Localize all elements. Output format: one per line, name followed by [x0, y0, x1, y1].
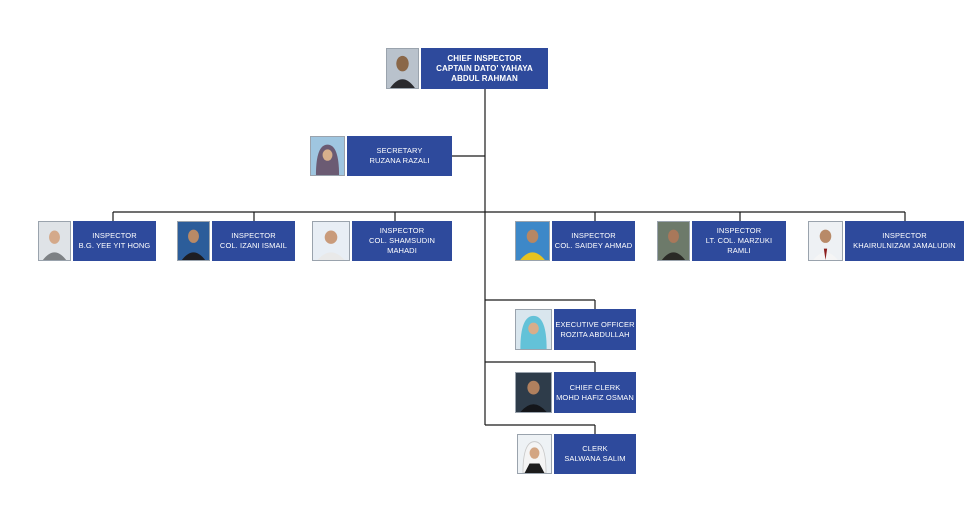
secretary-photo [310, 136, 345, 176]
inspector-name-3-line1: COL. SHAMSUDIN [369, 236, 435, 245]
chief-clerk-photo [515, 372, 552, 413]
chief-inspector-node: CHIEF INSPECTOR CAPTAIN DATO' YAHAYA ABD… [386, 48, 548, 89]
inspector-box-5: INSPECTOR LT. COL. MARZUKI RAMLI [692, 221, 786, 261]
chief-inspector-name-line2: ABDUL RAHMAN [451, 73, 518, 83]
executive-officer-name: ROZITA ABDULLAH [560, 329, 630, 339]
inspector-photo-3 [312, 221, 350, 261]
secretary-name: RUZANA RAZALI [369, 156, 430, 165]
inspector-name-2: COL. IZANI ISMAIL [219, 241, 288, 250]
chief-clerk-name: MOHD HAFIZ OSMAN [556, 392, 634, 402]
clerk-title: CLERK [582, 444, 608, 453]
inspector-name-5-line1: LT. COL. MARZUKI [705, 236, 773, 245]
executive-officer-title: EXECUTIVE OFFICER [555, 319, 635, 329]
inspector-box-4: INSPECTOR COL. SAIDEY AHMAD [552, 221, 635, 261]
chief-inspector-title: CHIEF INSPECTOR [447, 53, 522, 63]
executive-officer-node: EXECUTIVE OFFICER ROZITA ABDULLAH [515, 309, 636, 350]
inspector-box-3: INSPECTOR COL. SHAMSUDIN MAHADI [352, 221, 452, 261]
inspector-title-3: INSPECTOR [379, 226, 425, 235]
clerk-photo [517, 434, 552, 474]
secretary-title: SECRETARY [376, 146, 423, 155]
chief-clerk-box: CHIEF CLERK MOHD HAFIZ OSMAN [554, 372, 636, 413]
chief-clerk-node: CHIEF CLERK MOHD HAFIZ OSMAN [515, 372, 636, 413]
inspector-photo-4 [515, 221, 550, 261]
inspector-name-4: COL. SAIDEY AHMAD [554, 241, 633, 250]
inspector-photo-5 [657, 221, 690, 261]
inspector-box-6: INSPECTOR KHAIRULNIZAM JAMALUDIN [845, 221, 964, 261]
inspector-node-6: INSPECTOR KHAIRULNIZAM JAMALUDIN [808, 221, 964, 261]
inspector-name-3-line2: MAHADI [387, 246, 417, 255]
inspector-title-1: INSPECTOR [92, 231, 137, 240]
executive-officer-photo [515, 309, 552, 350]
chief-inspector-name-line1: CAPTAIN DATO' YAHAYA [436, 63, 533, 73]
chief-inspector-photo [386, 48, 419, 89]
inspector-name-5-line2: RAMLI [727, 246, 751, 255]
clerk-node: CLERK SALWANA SALIM [517, 434, 636, 474]
inspector-box-1: INSPECTOR B.G. YEE YIT HONG [73, 221, 156, 261]
inspector-node-2: INSPECTOR COL. IZANI ISMAIL [177, 221, 295, 261]
executive-officer-box: EXECUTIVE OFFICER ROZITA ABDULLAH [554, 309, 636, 350]
inspector-title-5: INSPECTOR [716, 226, 762, 235]
inspector-node-4: INSPECTOR COL. SAIDEY AHMAD [515, 221, 635, 261]
inspector-name-6: KHAIRULNIZAM JAMALUDIN [853, 241, 956, 250]
inspector-node-3: INSPECTOR COL. SHAMSUDIN MAHADI [312, 221, 452, 261]
inspector-title-4: INSPECTOR [571, 231, 616, 240]
chief-inspector-box: CHIEF INSPECTOR CAPTAIN DATO' YAHAYA ABD… [421, 48, 548, 89]
inspector-node-5: INSPECTOR LT. COL. MARZUKI RAMLI [657, 221, 786, 261]
chief-clerk-title: CHIEF CLERK [569, 382, 621, 392]
secretary-box: SECRETARY RUZANA RAZALI [347, 136, 452, 176]
inspector-name-1: B.G. YEE YIT HONG [78, 241, 151, 250]
inspector-node-1: INSPECTOR B.G. YEE YIT HONG [38, 221, 156, 261]
clerk-name: SALWANA SALIM [564, 454, 626, 463]
clerk-box: CLERK SALWANA SALIM [554, 434, 636, 474]
inspector-title-6: INSPECTOR [882, 231, 927, 240]
inspector-photo-1 [38, 221, 71, 261]
inspector-photo-6 [808, 221, 843, 261]
inspector-photo-2 [177, 221, 210, 261]
inspector-box-2: INSPECTOR COL. IZANI ISMAIL [212, 221, 295, 261]
inspector-title-2: INSPECTOR [231, 231, 276, 240]
secretary-node: SECRETARY RUZANA RAZALI [310, 136, 452, 176]
